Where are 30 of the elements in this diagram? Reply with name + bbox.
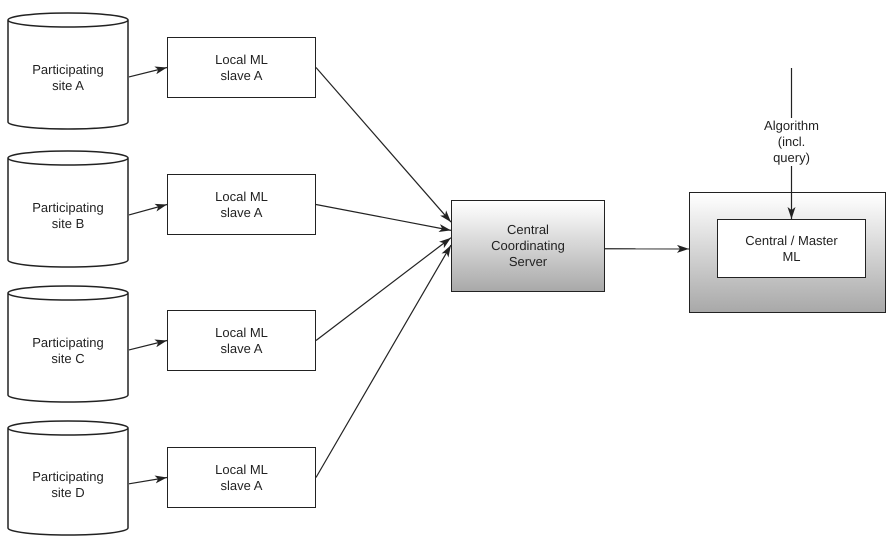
arrow (315, 244, 452, 478)
node-label: Central / Master ML (744, 232, 839, 264)
node-label: Participating site D (31, 469, 105, 501)
container-box (689, 192, 886, 313)
node-label: Local ML slave A (214, 462, 269, 494)
node-label: Local ML slave A (214, 52, 269, 84)
arrow (128, 340, 168, 350)
node-label: Participating site A (31, 62, 105, 94)
process-box (167, 174, 316, 235)
database-cylinder (7, 285, 129, 403)
node-label: Central Coordinating Server (490, 222, 566, 270)
arrow (128, 204, 168, 216)
database-cylinder (7, 420, 129, 536)
arrow (128, 476, 168, 484)
arrow (605, 244, 689, 253)
arrow (316, 204, 452, 232)
node-label: Participating site C (31, 335, 105, 367)
process-box (167, 37, 316, 98)
node-label: Local ML slave A (214, 188, 269, 220)
database-cylinder (7, 12, 129, 130)
arrow (128, 66, 168, 78)
process-box (717, 219, 866, 278)
arrow (316, 67, 452, 222)
process-box (451, 200, 605, 292)
arrow (316, 237, 452, 341)
node-label: Participating site B (31, 200, 105, 232)
node-label: Local ML slave A (214, 324, 269, 356)
process-box (167, 310, 316, 371)
process-box (167, 447, 316, 508)
database-cylinder (7, 150, 129, 268)
